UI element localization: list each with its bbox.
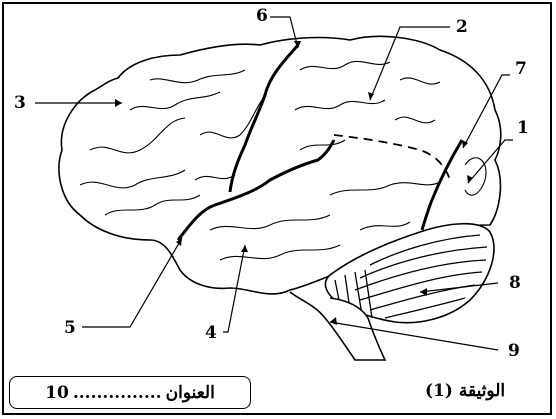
title-number: 10: [45, 383, 69, 403]
label-2: 2: [456, 17, 468, 37]
label-9: 9: [508, 341, 520, 361]
label-8: 8: [509, 273, 521, 293]
document-caption: الوثيقة (1): [425, 381, 505, 401]
title-dots: ...............: [73, 383, 162, 403]
label-4: 4: [205, 323, 217, 343]
title-field: العنوان ............... 10: [9, 376, 251, 409]
label-5: 5: [64, 318, 76, 338]
label-3: 3: [14, 93, 26, 113]
label-6: 6: [256, 6, 268, 26]
label-1: 1: [517, 118, 529, 138]
title-word: العنوان: [166, 383, 215, 403]
label-7: 7: [515, 59, 527, 79]
